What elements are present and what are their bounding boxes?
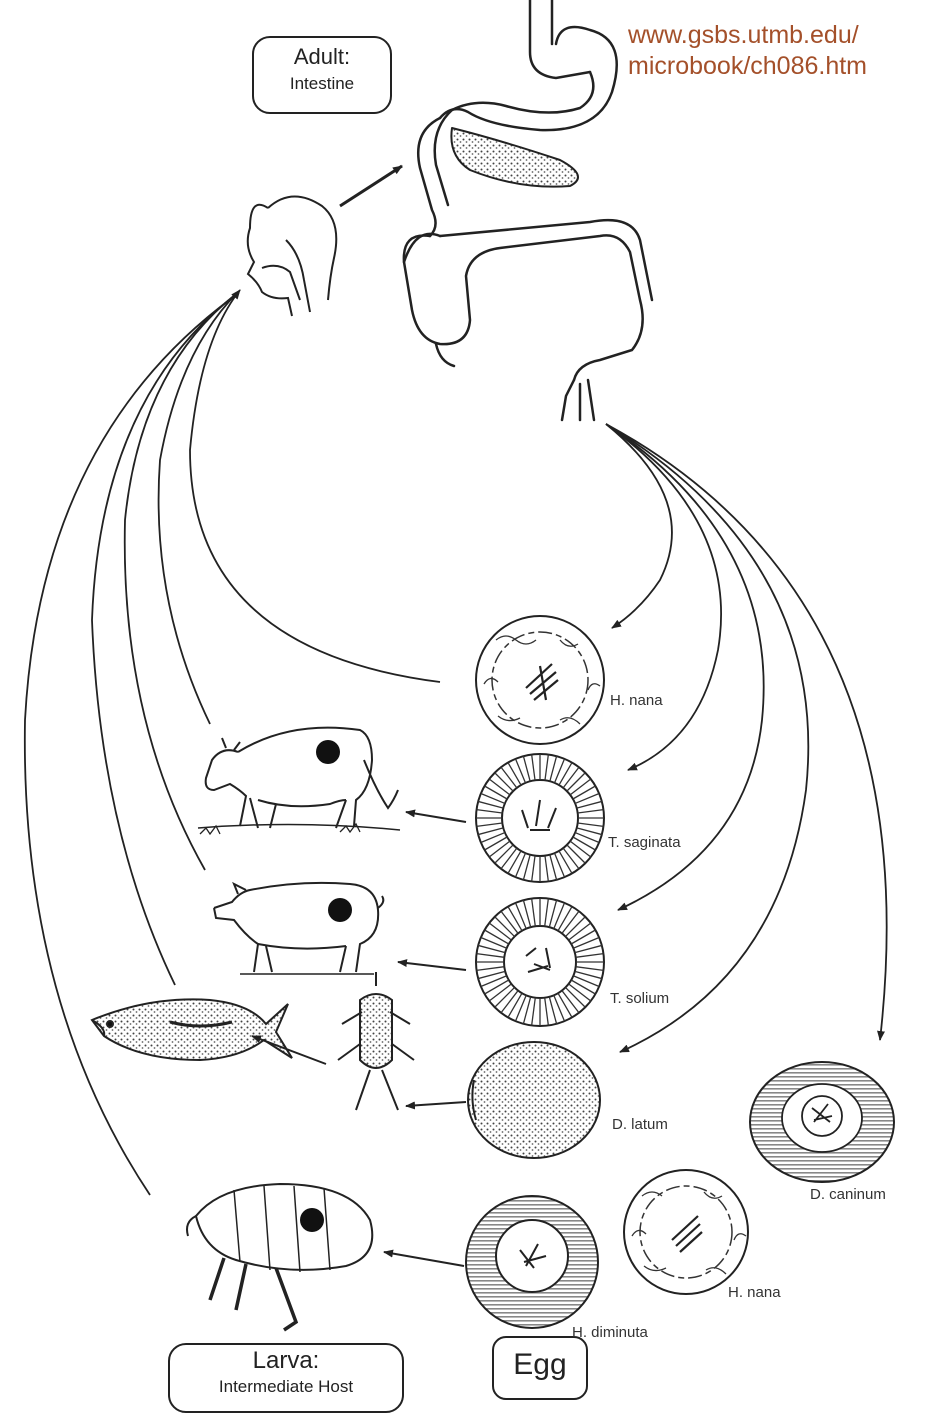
- head-to-intestine-arrow: [340, 166, 402, 206]
- egg-h-diminuta: [466, 1196, 598, 1328]
- egg-label-h-nana-bottom: H. nana: [728, 1284, 781, 1301]
- egg-stage-title: Egg: [494, 1348, 586, 1382]
- larva-stage-subtitle: Intermediate Host: [170, 1377, 402, 1397]
- h-diminuta-to-flea-arrow: [384, 1252, 464, 1266]
- larva-stage-title: Larva:: [170, 1347, 402, 1375]
- egg-stage-label-box: Egg: [492, 1336, 588, 1400]
- flea-illustration: [187, 1184, 372, 1330]
- t-saginata-to-cow-arrow: [406, 812, 466, 822]
- adult-stage-label-box: Adult: Intestine: [252, 36, 392, 114]
- egg-h-nana-top: [476, 616, 604, 744]
- source-url-text: www.gsbs.utmb.edu/ microbook/ch086.htm: [628, 20, 867, 82]
- adult-stage-title: Adult:: [254, 44, 390, 70]
- egg-t-saginata: [476, 754, 604, 882]
- digestive-tract-illustration: [404, 0, 652, 420]
- cow-illustration: [198, 728, 400, 834]
- copepod-to-fish-arrow: [252, 1036, 326, 1064]
- pig-illustration: [214, 883, 383, 974]
- egg-label-d-latum: D. latum: [612, 1116, 668, 1133]
- egg-d-caninum: [750, 1062, 894, 1182]
- fish-illustration: [92, 999, 292, 1060]
- egg-label-t-solium: T. solium: [610, 990, 669, 1007]
- egg-label-h-nana-top: H. nana: [610, 692, 663, 709]
- egg-label-h-diminuta: H. diminuta: [572, 1324, 648, 1341]
- adult-stage-subtitle: Intestine: [254, 74, 390, 94]
- t-solium-to-pig-arrow: [398, 962, 466, 970]
- human-head-illustration: [248, 196, 337, 316]
- copepod-illustration: [338, 972, 414, 1110]
- egg-t-solium: [476, 898, 604, 1026]
- egg-h-nana-bottom: [624, 1170, 748, 1294]
- larva-stage-label-box: Larva: Intermediate Host: [168, 1343, 404, 1413]
- egg-dispersal-arcs: [606, 424, 887, 1052]
- egg-label-d-caninum: D. caninum: [810, 1186, 886, 1203]
- d-latum-to-copepod-arrow: [406, 1102, 466, 1106]
- egg-d-latum: [468, 1042, 600, 1158]
- egg-label-t-saginata: T. saginata: [608, 834, 681, 851]
